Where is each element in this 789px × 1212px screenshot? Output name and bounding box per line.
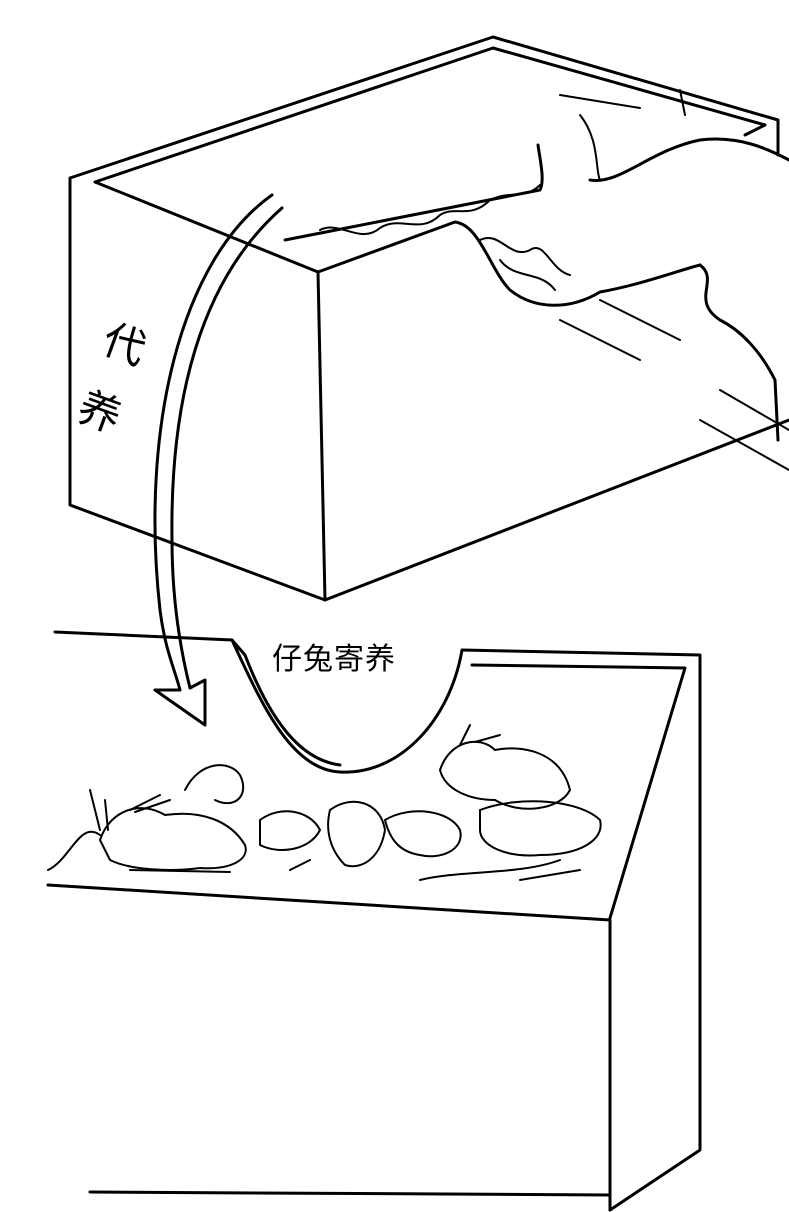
foster-box: [68, 35, 789, 602]
caption: 仔兔寄养: [272, 642, 396, 677]
nursing-box: [46, 630, 702, 1212]
transfer-arrow: [153, 193, 284, 727]
